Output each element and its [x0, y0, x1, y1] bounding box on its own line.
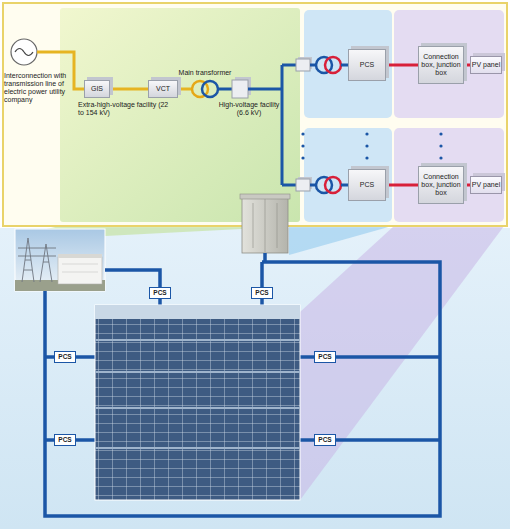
switch-box	[296, 179, 310, 191]
node-text: PCS	[318, 353, 331, 360]
connection-box: Connection box, junction box	[418, 166, 464, 204]
pcs-box: PCS	[348, 169, 386, 201]
pv-panel-box: PV panel	[470, 176, 502, 194]
annotation-label: High-voltage facility (6.6 kV)	[218, 101, 280, 117]
transformer-symbol	[202, 81, 218, 97]
wire-connector	[386, 64, 418, 67]
node-text: PV panel	[472, 181, 500, 189]
pcs-tag: PCS	[54, 351, 76, 363]
pcs-region	[304, 10, 392, 118]
annotation-label: Main transformer	[174, 69, 236, 77]
pv-panel-box: PV panel	[470, 56, 502, 74]
pcs-tag: PCS	[314, 351, 336, 363]
node-text: PCS	[318, 436, 331, 443]
ac-symbol	[15, 49, 33, 56]
pcs-box: PCS	[348, 49, 386, 81]
pcs-tag: PCS	[54, 434, 76, 446]
node-text: PV panel	[472, 61, 500, 69]
wire-connector	[464, 184, 470, 187]
vct-box: VCT	[148, 80, 178, 98]
pcs-cabinet-photo	[240, 194, 290, 253]
hv-wire	[282, 64, 296, 67]
detail-panel	[3, 3, 507, 226]
substation-photo	[15, 229, 105, 291]
pcs-tag: PCS	[251, 287, 273, 299]
lv-wire	[341, 64, 348, 67]
transformer-symbol	[325, 57, 341, 73]
hv-facility-box	[232, 80, 248, 98]
hv-wire	[282, 184, 296, 187]
field-cable	[45, 253, 440, 516]
pcs-tag: PCS	[314, 434, 336, 446]
node-text: Connection box, junction box	[420, 173, 462, 196]
node-text: Connection box, junction box	[420, 53, 462, 76]
continuation-dots	[301, 132, 442, 159]
wire-connector	[110, 88, 148, 91]
pcs-region	[304, 128, 392, 222]
connection-box: Connection box, junction box	[418, 46, 464, 84]
annotation-label: Interconnection with transmission line o…	[4, 72, 68, 104]
pcs-tag: PCS	[149, 287, 171, 299]
node-text: PCS	[58, 436, 71, 443]
zoom-funnel	[300, 226, 504, 500]
lv-wire	[341, 184, 348, 187]
substation-region	[60, 8, 300, 222]
wire-connector	[386, 184, 418, 187]
hv-wire	[248, 88, 282, 91]
ac-source	[11, 39, 37, 65]
node-text: PCS	[58, 353, 71, 360]
solar-field-photo	[95, 305, 300, 500]
wire-connector	[464, 64, 470, 67]
node-text: PCS	[255, 289, 268, 296]
switch-box	[296, 59, 310, 71]
annotation-label: Extra-high-voltage facility (22 to 154 k…	[78, 101, 170, 117]
hv-wire	[218, 88, 232, 91]
node-text: PCS	[360, 181, 374, 189]
transformer-symbol	[325, 177, 341, 193]
hv-bus	[281, 65, 284, 185]
node-text: PCS	[153, 289, 166, 296]
node-text: VCT	[156, 85, 170, 93]
node-text: GIS	[91, 85, 103, 93]
node-text: PCS	[360, 61, 374, 69]
pv-region	[394, 128, 504, 222]
zoom-funnel	[289, 226, 392, 255]
gis-box: GIS	[84, 80, 110, 98]
